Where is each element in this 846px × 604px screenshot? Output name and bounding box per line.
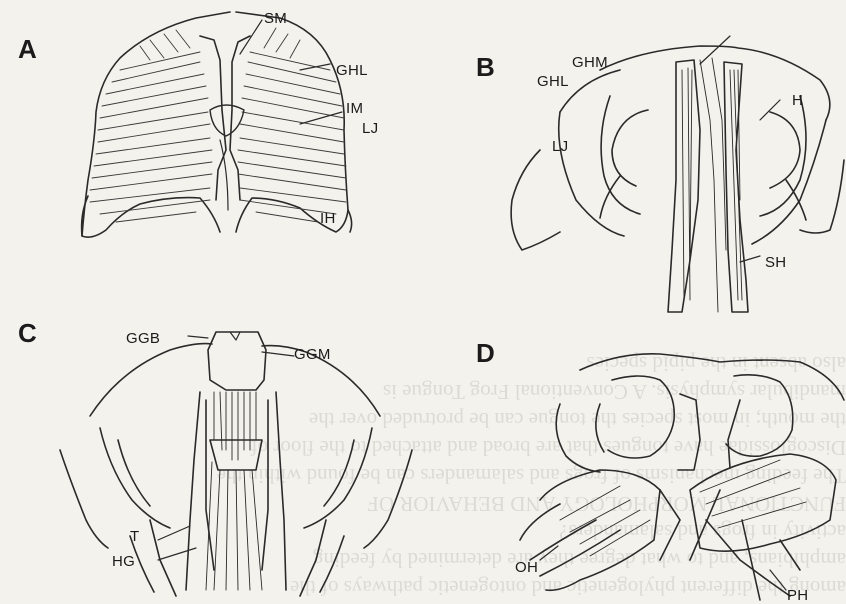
- label-sh: SH: [765, 254, 786, 271]
- label-oh: OH: [515, 559, 538, 576]
- label-im: IM: [346, 100, 363, 117]
- label-ggb: GGB: [126, 330, 160, 347]
- label-ih: IH: [320, 210, 336, 227]
- label-ph: PH: [787, 587, 808, 604]
- panel-letter-c: C: [18, 318, 37, 349]
- label-ghl-a: GHL: [336, 62, 368, 79]
- label-hg: HG: [112, 553, 135, 570]
- label-sm: SM: [264, 10, 287, 27]
- panel-a-drawing: [82, 12, 352, 237]
- label-t: T: [130, 528, 139, 545]
- panel-d-drawing: [520, 354, 844, 600]
- panel-letter-d: D: [476, 338, 495, 369]
- label-lj-b: LJ: [552, 138, 568, 155]
- panel-letter-b: B: [476, 52, 495, 83]
- label-ghl-b: GHL: [537, 73, 569, 90]
- label-lj-a: LJ: [362, 120, 378, 137]
- label-ghm: GHM: [572, 54, 608, 71]
- label-h: H: [792, 92, 803, 109]
- panel-letter-a: A: [18, 34, 37, 65]
- label-ggm: GGM: [294, 346, 331, 363]
